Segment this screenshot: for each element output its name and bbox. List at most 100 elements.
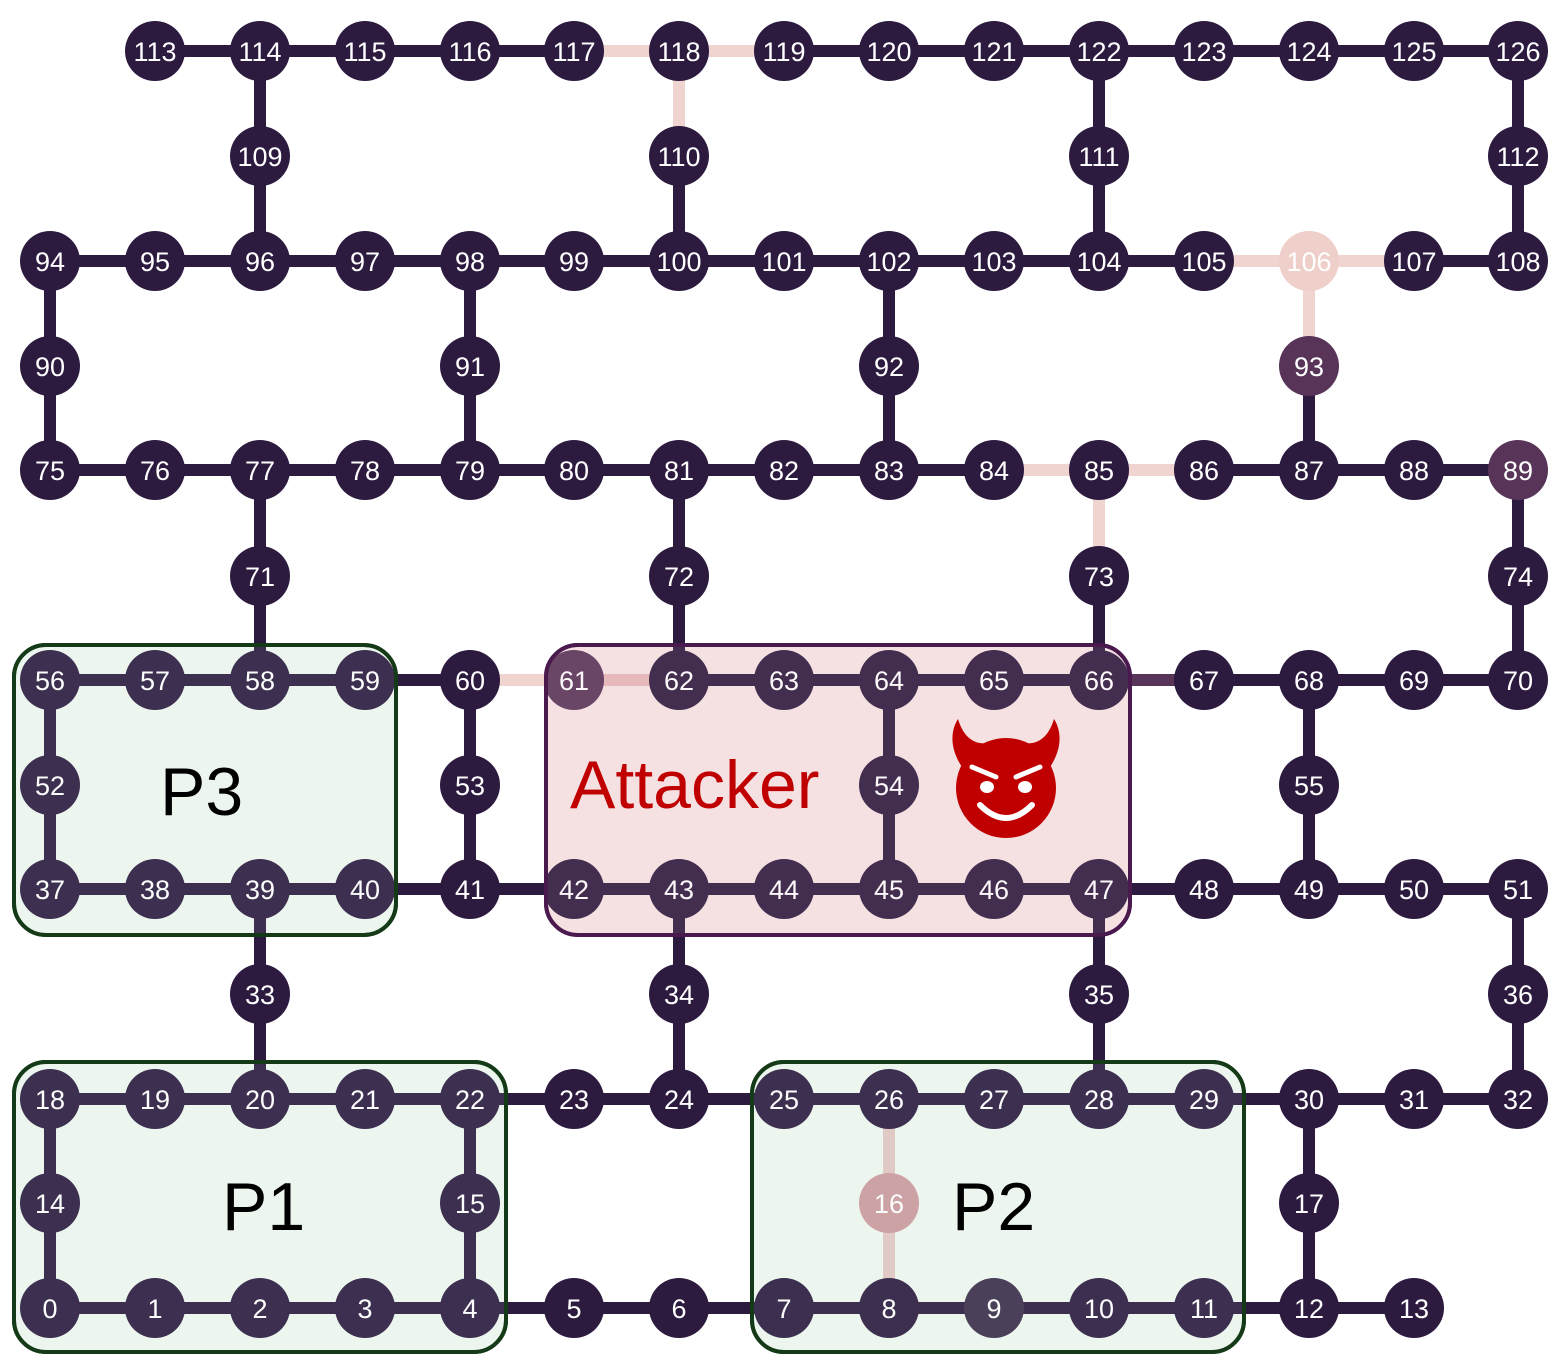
qubit-node-120: 120 (859, 21, 919, 81)
qubit-node-circle (1384, 859, 1444, 919)
qubit-node-circle (20, 231, 80, 291)
qubit-node-circle (20, 440, 80, 500)
qubit-node-circle (1069, 440, 1129, 500)
qubit-node-circle (754, 1069, 814, 1129)
qubit-node-label: 38 (140, 875, 170, 905)
qubit-node-label: 34 (664, 980, 694, 1010)
qubit-node-1: 1 (125, 1278, 185, 1338)
qubit-node-119: 119 (754, 21, 814, 81)
qubit-node-label: 58 (245, 666, 275, 696)
qubit-node-3: 3 (335, 1278, 395, 1338)
qubit-node-18: 18 (20, 1069, 80, 1129)
qubit-node-circle (649, 21, 709, 81)
qubit-node-label: 40 (350, 875, 380, 905)
qubit-node-circle (440, 1069, 500, 1129)
qubit-node-label: 2 (252, 1294, 267, 1324)
qubit-node-circle (964, 1069, 1024, 1129)
qubit-node-94: 94 (20, 231, 80, 291)
qubit-node-4: 4 (440, 1278, 500, 1338)
qubit-node-circle (230, 859, 290, 919)
qubit-node-44: 44 (754, 859, 814, 919)
qubit-node-34: 34 (649, 964, 709, 1024)
qubit-node-110: 110 (649, 126, 709, 186)
qubit-node-label: 97 (350, 247, 380, 277)
qubit-node-125: 125 (1384, 21, 1444, 81)
qubit-node-108: 108 (1488, 231, 1548, 291)
qubit-node-circle (754, 440, 814, 500)
qubit-node-label: 122 (1076, 37, 1121, 67)
qubit-node-label: 93 (1294, 352, 1324, 382)
qubit-node-label: 21 (350, 1085, 380, 1115)
qubit-node-label: 109 (237, 142, 282, 172)
qubit-node-label: 7 (776, 1294, 791, 1324)
qubit-node-label: 43 (664, 875, 694, 905)
qubit-node-circle (1488, 650, 1548, 710)
qubit-node-42: 42 (544, 859, 604, 919)
qubit-node-circle (649, 1069, 709, 1129)
qubit-node-circle (440, 650, 500, 710)
qubit-node-circle (964, 1278, 1024, 1338)
qubit-node-circle (1488, 126, 1548, 186)
qubit-node-label: 72 (664, 562, 694, 592)
qubit-node-121: 121 (964, 21, 1024, 81)
qubit-node-circle (1279, 755, 1339, 815)
qubit-node-circle (1488, 546, 1548, 606)
qubit-node-7: 7 (754, 1278, 814, 1338)
qubit-node-47: 47 (1069, 859, 1129, 919)
qubit-node-circle (649, 546, 709, 606)
qubit-node-label: 45 (874, 875, 904, 905)
qubit-node-118: 118 (649, 21, 709, 81)
qubit-node-circle (544, 859, 604, 919)
qubit-node-circle (1174, 21, 1234, 81)
qubit-node-circle (1384, 21, 1444, 81)
qubit-node-label: 89 (1503, 456, 1533, 486)
qubit-node-label: 62 (664, 666, 694, 696)
qubit-node-label: 92 (874, 352, 904, 382)
qubit-node-label: 35 (1084, 980, 1114, 1010)
qubit-node-105: 105 (1174, 231, 1234, 291)
qubit-node-9: 9 (964, 1278, 1024, 1338)
qubit-node-53: 53 (440, 755, 500, 815)
qubit-node-circle (20, 1173, 80, 1233)
qubit-node-91: 91 (440, 336, 500, 396)
qubit-node-label: 10 (1084, 1294, 1114, 1324)
qubit-node-106: 106 (1279, 231, 1339, 291)
qubit-node-label: 104 (1076, 247, 1121, 277)
qubit-node-77: 77 (230, 440, 290, 500)
qubit-node-label: 56 (35, 666, 65, 696)
qubit-node-label: 80 (559, 456, 589, 486)
qubit-node-label: 49 (1294, 875, 1324, 905)
qubit-node-circle (964, 440, 1024, 500)
qubit-node-circle (440, 440, 500, 500)
qubit-node-label: 30 (1294, 1085, 1324, 1115)
region-label-p3: P3 (160, 754, 243, 830)
qubit-node-51: 51 (1488, 859, 1548, 919)
qubit-node-79: 79 (440, 440, 500, 500)
qubit-node-89: 89 (1488, 440, 1548, 500)
qubit-node-circle (1279, 1069, 1339, 1129)
qubit-node-label: 110 (657, 142, 700, 172)
qubit-node-48: 48 (1174, 859, 1234, 919)
qubit-node-111: 111 (1069, 126, 1129, 186)
qubit-node-circle (20, 859, 80, 919)
qubit-node-circle (964, 231, 1024, 291)
qubit-node-label: 27 (979, 1085, 1009, 1115)
qubit-node-label: 79 (455, 456, 485, 486)
qubit-node-circle (1384, 1278, 1444, 1338)
qubit-node-label: 117 (552, 37, 595, 67)
qubit-node-43: 43 (649, 859, 709, 919)
qubit-node-64: 64 (859, 650, 919, 710)
qubit-node-label: 28 (1084, 1085, 1114, 1115)
qubit-node-label: 73 (1084, 562, 1114, 592)
qubit-node-circle (1279, 1173, 1339, 1233)
qubit-node-circle (1069, 650, 1129, 710)
qubit-node-label: 84 (979, 456, 1009, 486)
region-label-p2: P2 (952, 1169, 1035, 1245)
qubit-node-circle (335, 231, 395, 291)
qubit-node-71: 71 (230, 546, 290, 606)
qubit-node-circle (1279, 650, 1339, 710)
qubit-node-label: 102 (866, 247, 911, 277)
qubit-node-circle (20, 755, 80, 815)
qubit-node-label: 115 (343, 37, 386, 67)
